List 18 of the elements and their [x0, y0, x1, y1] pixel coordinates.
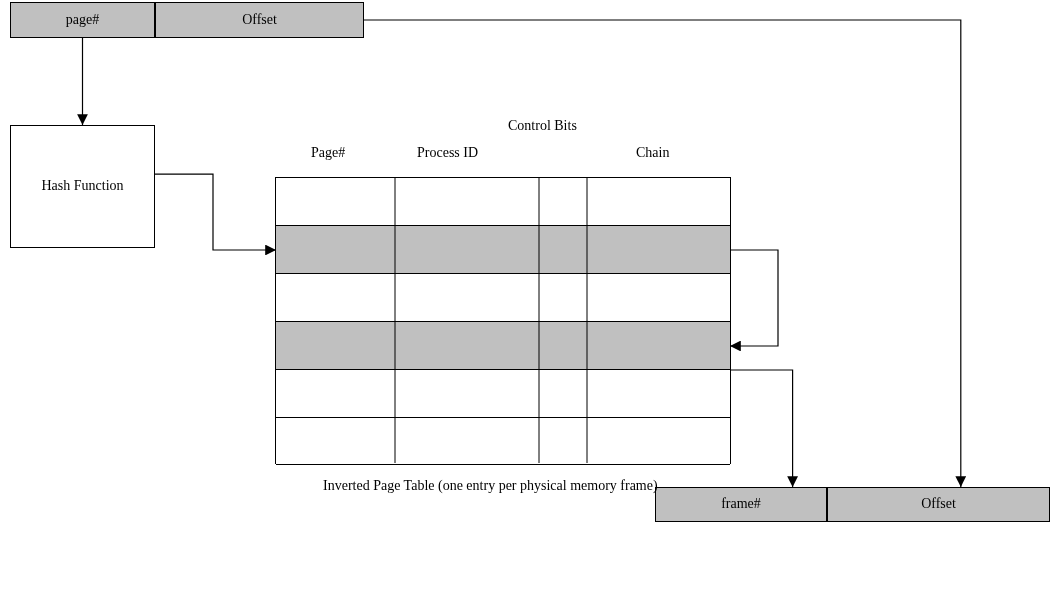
- field-box: [655, 487, 827, 522]
- column-header: Control Bits: [508, 118, 577, 134]
- table-frame: [275, 177, 731, 464]
- field-label: page#: [64, 10, 101, 29]
- field-label: Hash Function: [40, 177, 125, 196]
- column-header: Process ID: [417, 145, 479, 161]
- column-header: Chain: [636, 145, 670, 161]
- field-box: [827, 487, 1050, 522]
- field-label: Offset: [241, 10, 278, 29]
- field-label: Offset: [920, 495, 957, 514]
- table-row: [276, 226, 730, 274]
- field-box: [155, 2, 364, 38]
- field-label: frame#: [720, 495, 762, 514]
- field-box: [10, 2, 155, 38]
- field-box: [10, 125, 155, 248]
- table-caption: Inverted Page Table (one entry per physical memory frame): [323, 478, 658, 494]
- column-header: Page#: [311, 145, 346, 161]
- table-row: [276, 322, 730, 370]
